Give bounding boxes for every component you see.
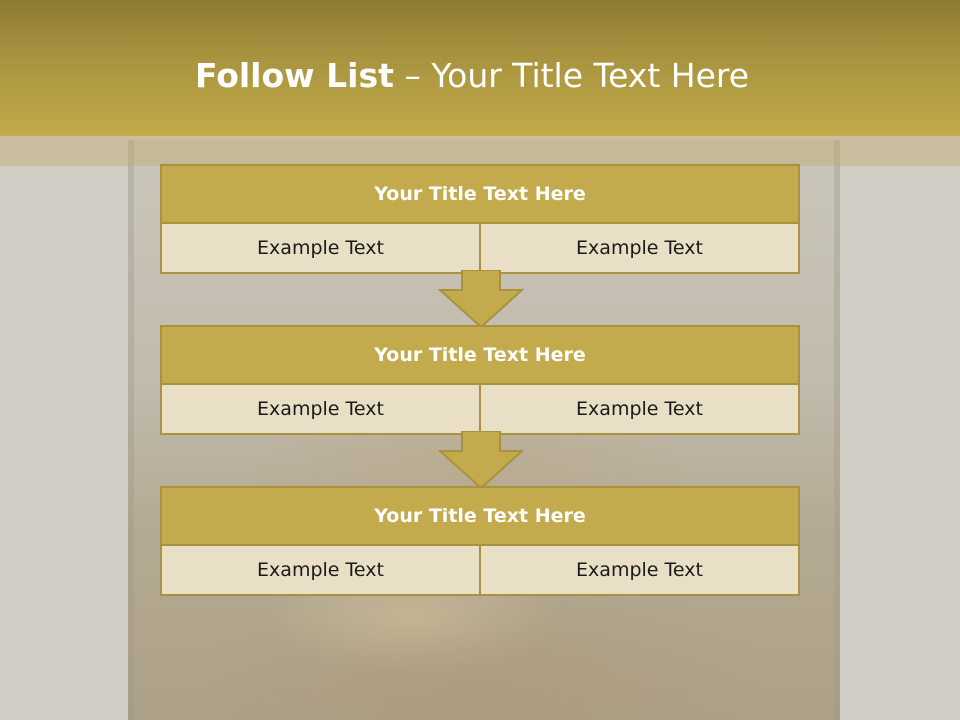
step-cell-left: Example Text (257, 237, 384, 259)
page-title: Follow List – Your Title Text Here (0, 54, 944, 98)
step-box-3: Your Title Text Here Example Text Exampl… (160, 486, 800, 596)
step-cell-left: Example Text (257, 559, 384, 581)
step-title: Your Title Text Here (162, 327, 798, 385)
title-bar (0, 0, 960, 136)
step-cell-right: Example Text (479, 385, 798, 433)
step-box-2: Your Title Text Here Example Text Exampl… (160, 325, 800, 435)
title-bar-strip (0, 136, 960, 166)
step-row: Example Text Example Text (162, 224, 798, 272)
down-arrow-icon (438, 431, 524, 489)
page-title-bold: Follow List (194, 56, 394, 95)
step-title: Your Title Text Here (162, 166, 798, 224)
step-row: Example Text Example Text (162, 546, 798, 594)
down-arrow-icon (438, 270, 524, 328)
step-box-1: Your Title Text Here Example Text Exampl… (160, 164, 800, 274)
step-row: Example Text Example Text (162, 385, 798, 433)
step-cell-right: Example Text (479, 224, 798, 272)
page-title-rest: – Your Title Text Here (393, 56, 750, 95)
step-cell-left: Example Text (257, 398, 384, 420)
step-title: Your Title Text Here (162, 488, 798, 546)
step-cell-right: Example Text (479, 546, 798, 594)
